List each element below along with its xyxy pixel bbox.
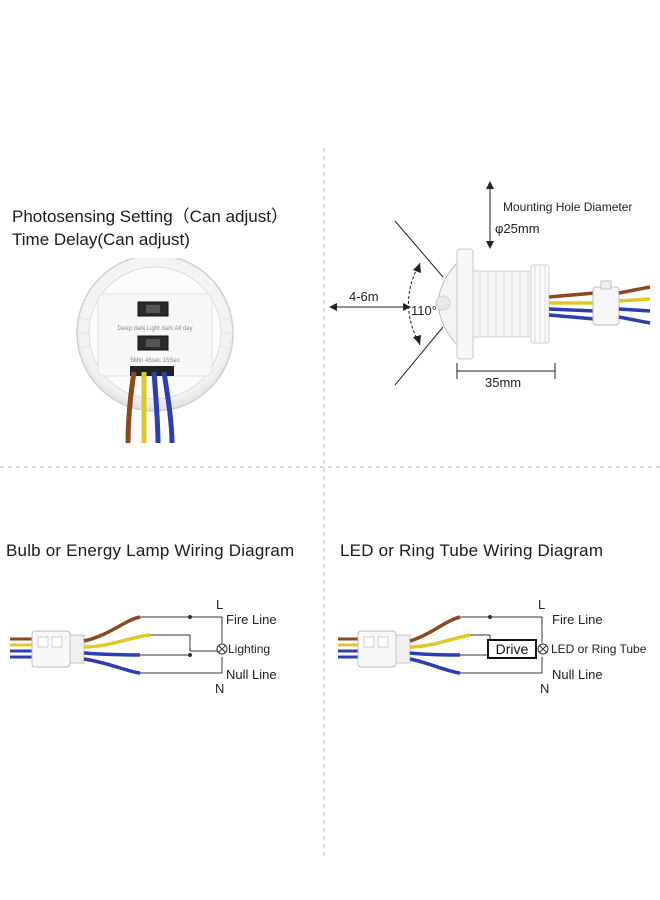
led-diagram-title: LED or Ring Tube Wiring Diagram <box>340 541 604 560</box>
range-label: 4-6m <box>349 289 379 304</box>
bulb-letter-l: L <box>216 597 223 612</box>
led-fire-line: Fire Line <box>552 612 603 627</box>
bulb-fire-line: Fire Line <box>226 612 277 627</box>
bulb-diagram-title: Bulb or Energy Lamp Wiring Diagram <box>6 541 295 560</box>
angle-label: 110° <box>411 303 437 318</box>
dial-top-text: Deep dark Light dark All day <box>117 326 192 332</box>
mounting-hole-label: Mounting Hole Diameter <box>503 200 632 214</box>
led-letter-n: N <box>540 681 549 696</box>
led-letter-l: L <box>538 597 545 612</box>
bulb-wiring-diagram: L Fire Line Lighting Null Line N <box>10 597 277 696</box>
drive-box <box>487 639 537 659</box>
dial-bottom-text: 5Min 45sec 15Sec <box>130 358 179 364</box>
led-wiring-diagram: Drive L Fire Line LED or Ring Tube Null … <box>338 597 647 696</box>
led-ring-tube-label: LED or Ring Tube <box>551 642 647 656</box>
bulb-letter-n: N <box>215 681 224 696</box>
diameter-label: φ25mm <box>495 221 540 236</box>
photosensing-label: Photosensing Setting（Can adjust） <box>12 207 288 226</box>
bulb-lighting: Lighting <box>228 642 270 656</box>
sensor-back-photo: Deep dark Light dark All day 5Min 45sec … <box>76 258 234 444</box>
led-null-line: Null Line <box>552 667 603 682</box>
dimension-drawing: Mounting Hole Diameter φ25mm 110° 4-6m 3… <box>329 181 651 390</box>
bulb-null-line: Null Line <box>226 667 277 682</box>
length-label: 35mm <box>485 375 521 390</box>
drive-label: Drive <box>496 641 529 657</box>
time-delay-label: Time Delay(Can adjust) <box>12 230 190 249</box>
